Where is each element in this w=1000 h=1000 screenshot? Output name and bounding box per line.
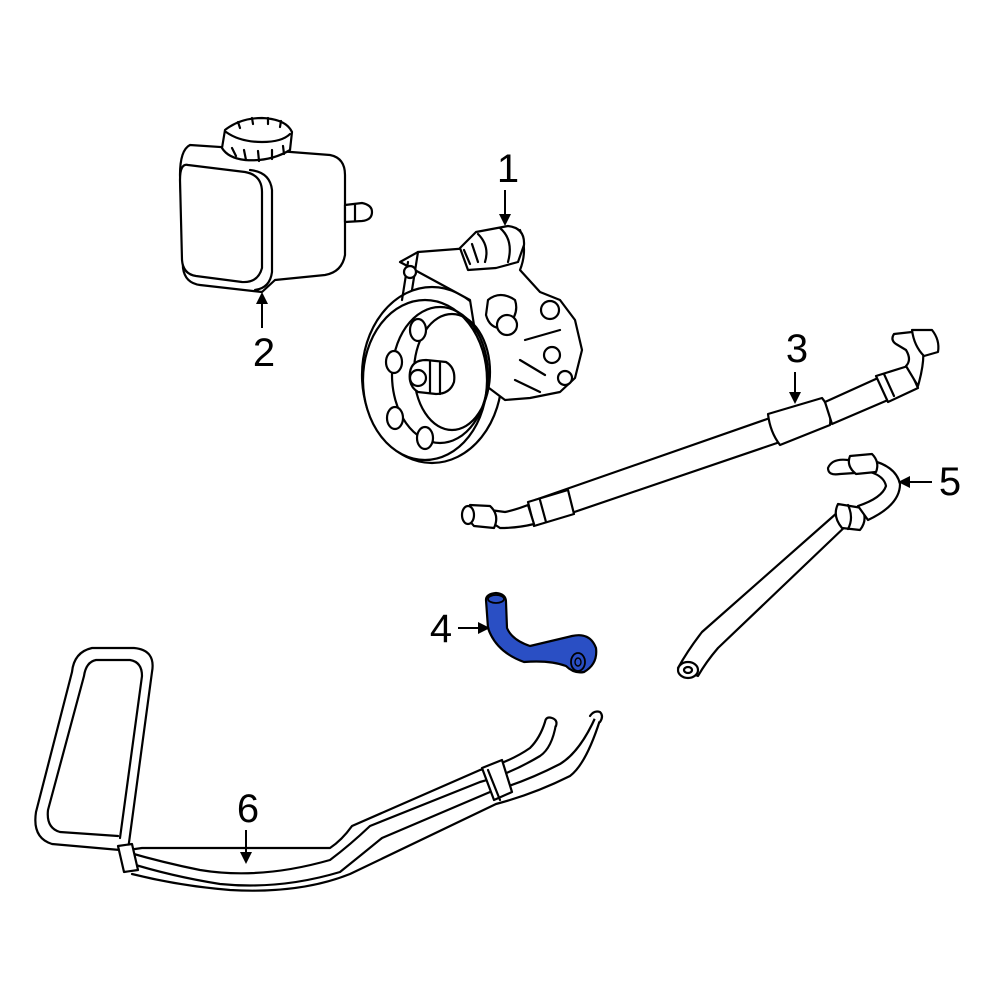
callout-label-4: 4: [430, 607, 452, 651]
part-4-hose-highlighted[interactable]: [484, 591, 598, 674]
callout-label-2: 2: [253, 331, 275, 375]
callout-6: 6: [237, 787, 259, 864]
callout-2: 2: [253, 292, 275, 375]
callout-label-6: 6: [237, 787, 259, 831]
part-6-cooler-line[interactable]: [34, 646, 604, 892]
callout-5: 5: [898, 460, 961, 504]
part-2-reservoir[interactable]: [178, 116, 374, 294]
callout-label-3: 3: [786, 327, 808, 371]
callout-label-1: 1: [497, 147, 519, 191]
callout-4: 4: [430, 607, 490, 651]
part-3-pressure-hose[interactable]: [460, 328, 940, 530]
part-5-return-hose[interactable]: [676, 452, 902, 680]
callout-label-5: 5: [939, 460, 961, 504]
callout-1: 1: [497, 147, 519, 226]
part-1-pump[interactable]: [360, 224, 584, 465]
callout-3: 3: [786, 327, 808, 404]
